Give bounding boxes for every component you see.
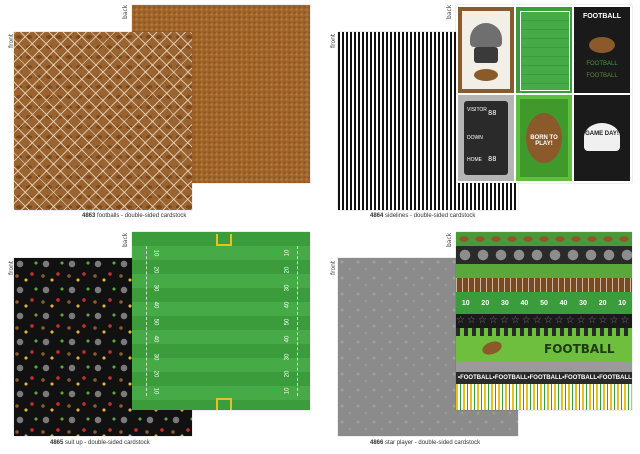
yard-number: 30: [284, 353, 290, 360]
yard-number: 50: [152, 318, 158, 326]
product-code: 4864: [370, 213, 384, 219]
helmet-icon: [470, 23, 502, 47]
football-strip: •FOOTBALL•FOOTBALL•FOOTBALL•FOOTBALL•FOO…: [456, 372, 632, 384]
product-code: 4865: [50, 440, 64, 446]
football-icon: [480, 338, 504, 358]
product-desc: star player - double-sided cardstock: [385, 440, 481, 446]
front-label: front: [330, 33, 337, 48]
caption-4864: 4864 sidelines - double-sided cardstock: [370, 213, 475, 219]
paper-4863-front: [14, 32, 192, 210]
paper-4864-back: FOOTBALL FOOTBALL FOOTBALL VISITOR 88 DO…: [456, 5, 632, 183]
yard-number: 30: [152, 353, 158, 360]
check-row: [456, 328, 632, 336]
field-card: [516, 7, 572, 93]
yard-number: 40: [559, 299, 568, 307]
yard-number: 20: [152, 370, 158, 378]
yard-number: 20: [598, 299, 607, 307]
goalpost-top: [216, 234, 232, 246]
product-code: 4866: [370, 440, 384, 446]
football-banner: FOOTBALL: [456, 336, 632, 362]
football-banner-text: FOOTBALL: [544, 342, 615, 356]
paper-4866-back: 10 20 30 40 50 40 30 20 10 ☆☆☆☆☆☆☆☆☆☆☆☆☆…: [456, 232, 632, 410]
stadium-icon: [584, 123, 620, 151]
yard-number: 40: [152, 335, 158, 343]
yard-number: 10: [284, 387, 290, 395]
grass-row: [456, 264, 632, 278]
yard-number: 40: [284, 335, 290, 343]
grass-row: [456, 362, 632, 372]
football-word: FOOTBALL: [586, 61, 618, 67]
football-word-card: FOOTBALL FOOTBALL FOOTBALL: [574, 7, 630, 93]
helmet-row: [456, 246, 632, 264]
laces-row: [456, 278, 632, 292]
yard-number: 30: [152, 284, 158, 291]
yard-number: 50: [284, 318, 290, 326]
yard-number: 10: [152, 387, 158, 395]
game-day-card: GAME DAY!: [574, 95, 630, 181]
yard-number: 20: [284, 370, 290, 378]
yard-number: 20: [481, 299, 490, 307]
back-label: back: [122, 4, 129, 19]
yard-number: 20: [152, 266, 158, 274]
yard-number: 30: [284, 284, 290, 291]
yard-numbers: 10 20 30 40 50 40 30 20 10: [282, 249, 292, 395]
football-word: FOOTBALL: [582, 13, 622, 20]
yard-number: 40: [520, 299, 529, 307]
born-to-play-text: BORN TO PLAY!: [530, 135, 558, 147]
football-icon: [589, 37, 615, 53]
scoreboard-score: 88: [488, 155, 497, 163]
yard-numbers: 10 20 30 40 50 40 30 20 10: [150, 249, 160, 395]
yard-number: 50: [540, 299, 548, 307]
yard-number: 10: [618, 299, 627, 307]
caption-4865: 4865 suit up - double-sided cardstock: [50, 440, 150, 446]
product-desc: suit up - double-sided cardstock: [65, 440, 150, 446]
back-label: back: [446, 4, 453, 19]
paper-4865-back: 10 20 30 40 50 40 30 20 10 10 20 30 40 5…: [132, 232, 310, 410]
yard-number: 10: [284, 249, 290, 257]
product-desc: sidelines - double-sided cardstock: [385, 213, 476, 219]
front-label: front: [330, 260, 337, 275]
back-label: back: [122, 232, 129, 247]
stars-row: ☆☆☆☆☆☆☆☆☆☆☆☆☆☆☆☆: [456, 314, 632, 328]
scoreboard-home: HOME: [467, 157, 482, 163]
football-word: FOOTBALL: [586, 73, 618, 79]
yard-number: 40: [152, 301, 158, 309]
yard-number: 10: [461, 299, 470, 307]
yard-number: 30: [500, 299, 509, 307]
yardline-row: 10 20 30 40 50 40 30 20 10: [456, 292, 632, 314]
helmet-card: [458, 7, 514, 93]
scoreboard-visitor: VISITOR: [467, 107, 487, 113]
football-strip-text: •FOOTBALL•FOOTBALL•FOOTBALL•FOOTBALL•FOO…: [458, 375, 632, 381]
yard-number: 20: [284, 266, 290, 274]
caption-4866: 4866 star player - double-sided cardstoc…: [370, 440, 480, 446]
scoreboard-score: 88: [488, 109, 497, 117]
yard-number: 10: [152, 249, 158, 257]
football-icon: [526, 113, 562, 163]
football-icon: [474, 69, 498, 81]
game-day-text: GAME DAY!: [585, 131, 619, 137]
caption-4863: 4863 footballs - double-sided cardstock: [82, 213, 186, 219]
scoreboard-card: VISITOR 88 DOWN HOME 88: [458, 95, 514, 181]
yard-number: 30: [579, 299, 587, 307]
born-to-play-card: BORN TO PLAY!: [516, 95, 572, 181]
football-row: [456, 232, 632, 246]
scoreboard-down: DOWN: [467, 135, 483, 141]
product-desc: footballs - double-sided cardstock: [97, 213, 187, 219]
product-code: 4863: [82, 213, 96, 219]
goalpost-bottom: [216, 398, 232, 410]
back-label: back: [446, 232, 453, 247]
yard-number: 40: [284, 301, 290, 309]
stripe-row: [456, 384, 632, 410]
